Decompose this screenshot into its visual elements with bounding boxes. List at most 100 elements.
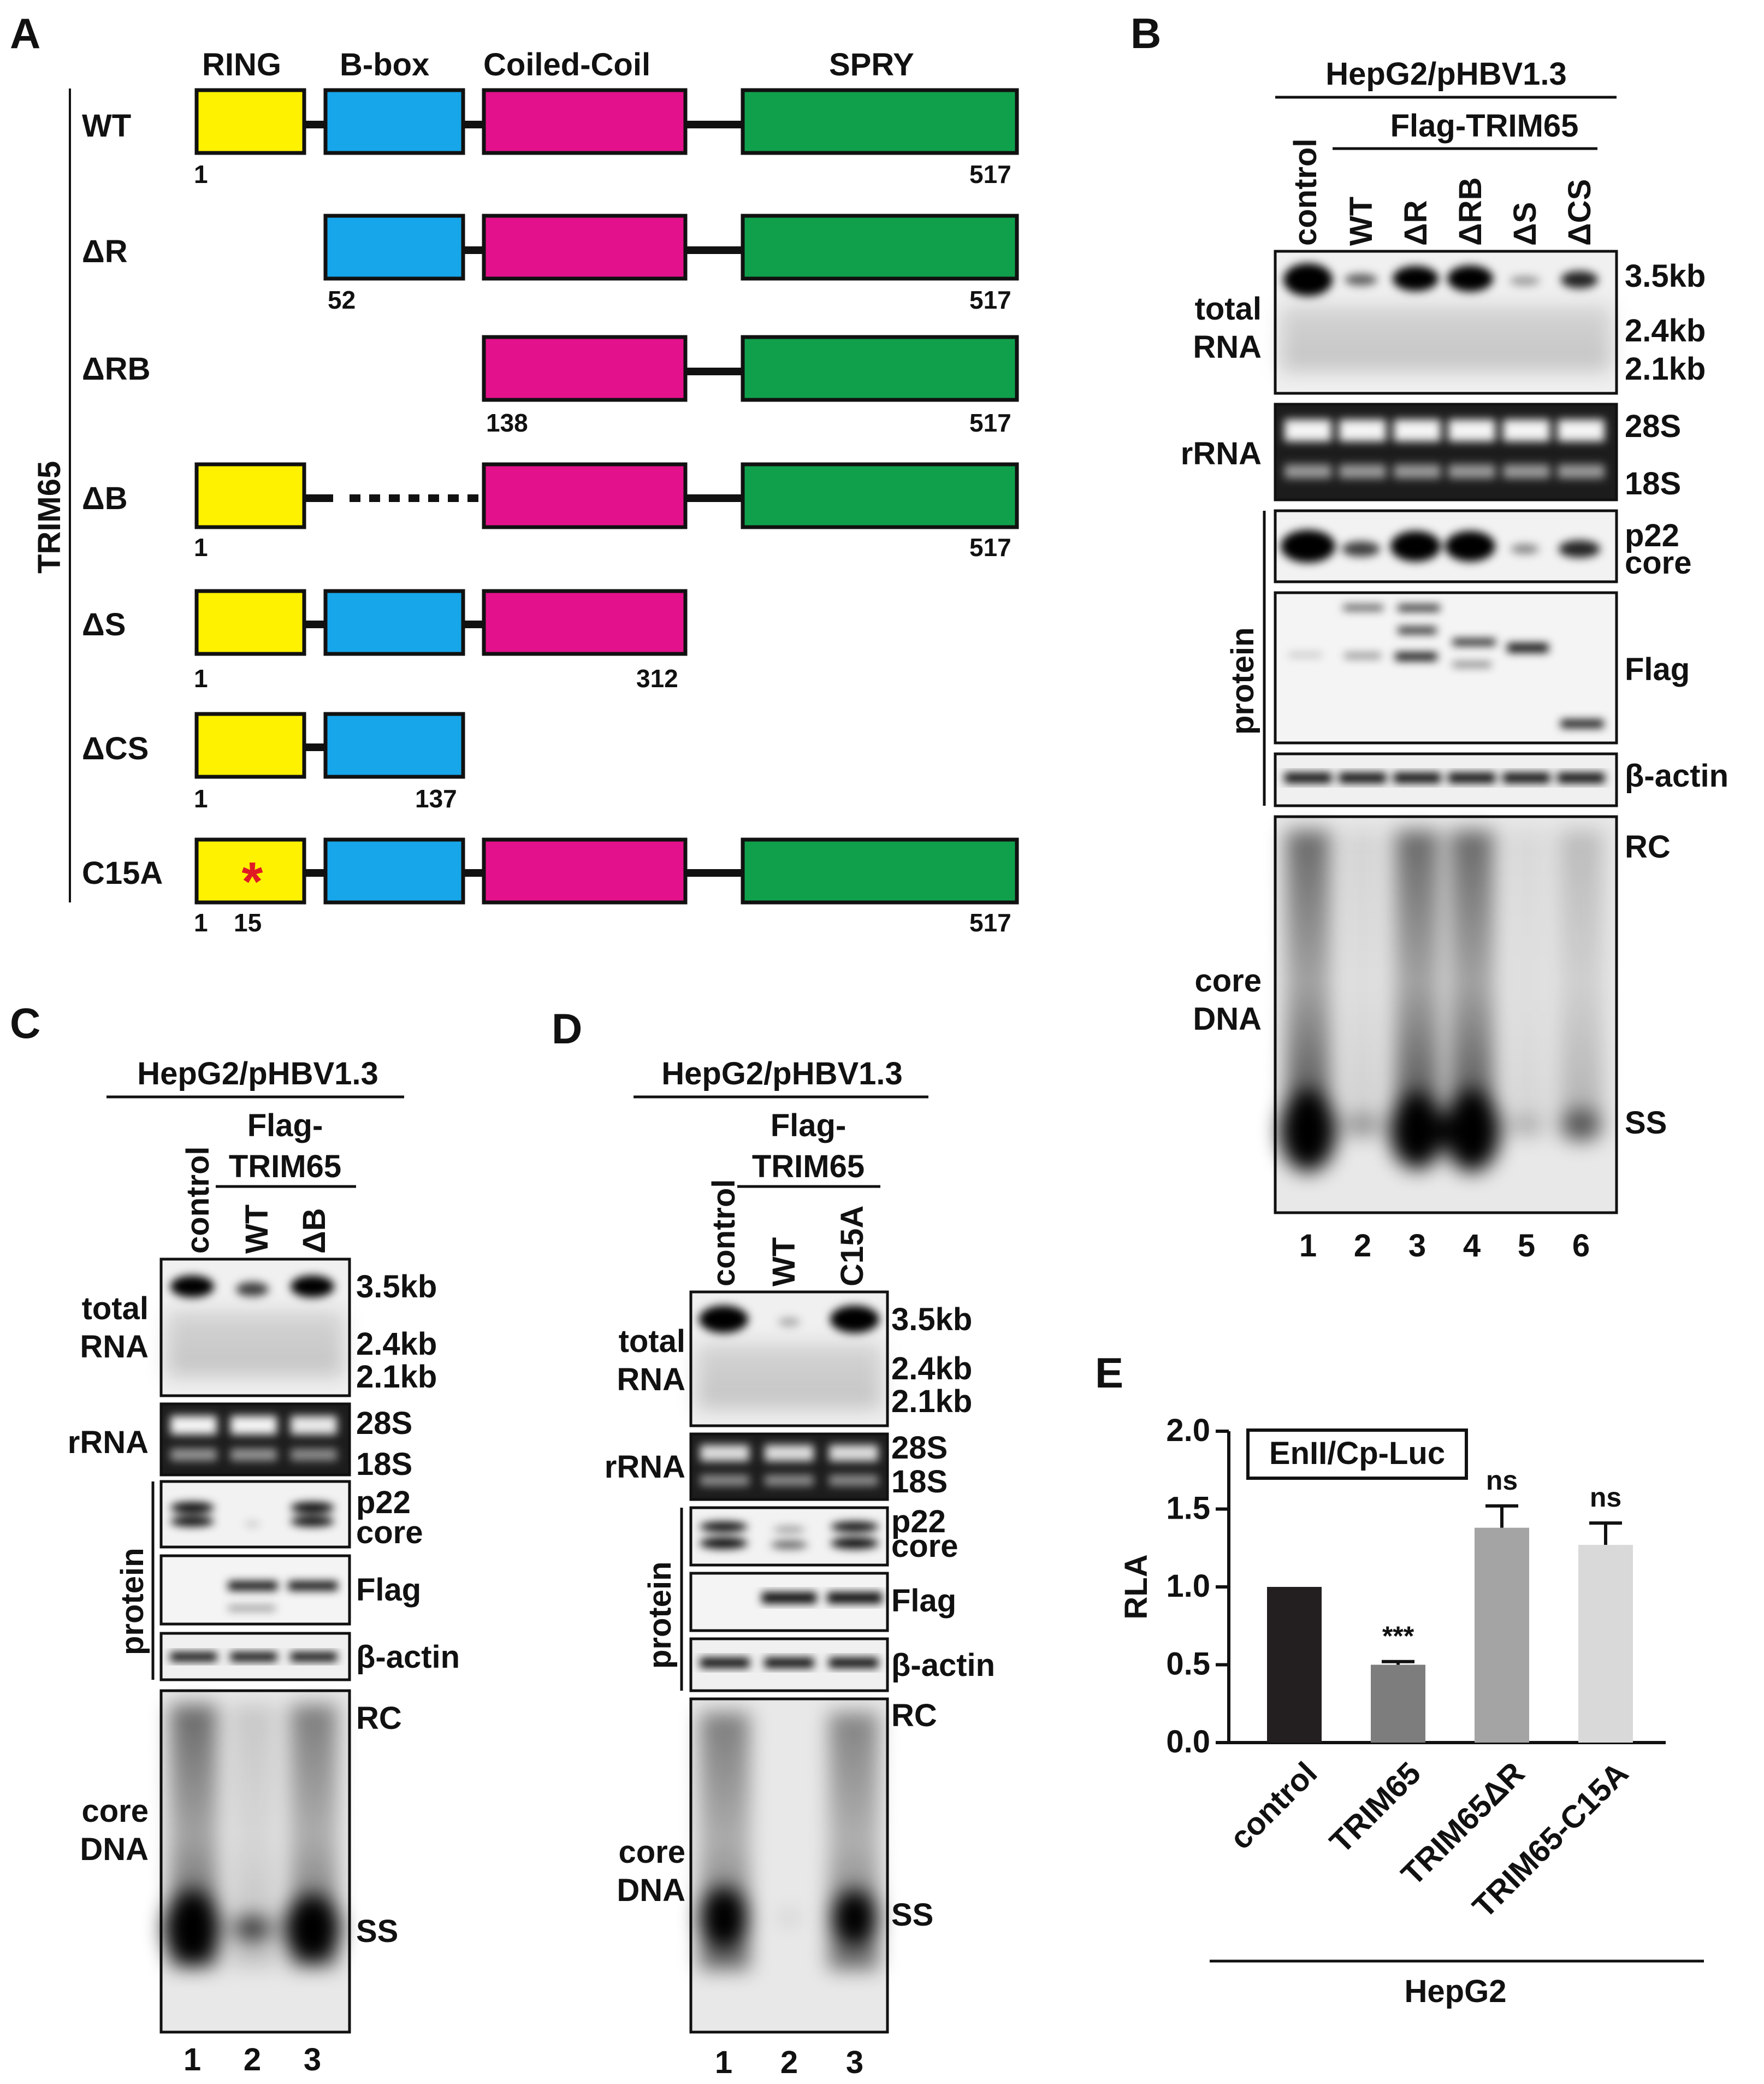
start-number: 1 [194, 784, 208, 813]
spry-domain [741, 214, 1019, 281]
construct-name: ΔRB [82, 351, 150, 387]
lane-label-c15a: C15A [834, 1206, 870, 1286]
marker-28s: 28S [1625, 409, 1681, 444]
construct-wt: WT 1 517 [82, 88, 1019, 188]
group-label-line1: Flag- [771, 1108, 847, 1143]
group-label: Flag-TRIM65 [1390, 108, 1579, 144]
construct-delta-r: ΔR 52 517 [82, 214, 1019, 314]
y-tick-label: 1.0 [1166, 1568, 1210, 1604]
lane-number: 3 [1408, 1228, 1426, 1264]
coiled-coil-domain [482, 214, 688, 281]
row-label-rrna: rRNA [605, 1449, 685, 1485]
blot-total-rna [689, 1290, 889, 1427]
ring-domain [194, 712, 306, 779]
panel-label-d: D [552, 1005, 582, 1053]
ring-domain [194, 589, 306, 656]
marker-18s: 18S [1625, 466, 1681, 501]
blot-core-dna [159, 1689, 351, 2034]
coiled-coil-domain [482, 589, 688, 656]
row-label-rrna: rRNA [1181, 436, 1262, 471]
domain-ring-label: RING [202, 47, 281, 82]
y-tick-label: 0.5 [1166, 1646, 1210, 1682]
marker-2-1kb: 2.1kb [1625, 351, 1706, 387]
bbox-domain [323, 837, 465, 905]
coiled-coil-domain [482, 88, 688, 155]
panel-d: D HepG2/pHBV1.3 Flag- TRIM65 control WT … [552, 1005, 995, 2080]
cell-line-label: HepG2/pHBV1.3 [1325, 56, 1567, 92]
y-axis-label: RLA [1118, 1554, 1154, 1619]
y-tick-label: 0.0 [1166, 1724, 1210, 1760]
start-number: 1 [194, 908, 208, 937]
marker-2-4kb: 2.4kb [1625, 313, 1706, 349]
bbox-domain [323, 214, 465, 281]
marker-ss: SS [1625, 1105, 1667, 1141]
start-number: 52 [328, 286, 356, 314]
end-number: 517 [969, 908, 1011, 937]
construct-name: ΔCS [82, 731, 149, 766]
mutation-asterisk-icon: * [242, 851, 263, 912]
marker-18s: 18S [356, 1447, 412, 1482]
blot-rrna [159, 1402, 351, 1477]
panel-label-a: A [10, 9, 40, 57]
construct-delta-s: ΔS 1 312 [82, 589, 688, 693]
row-label-protein: protein [642, 1561, 678, 1669]
spry-domain [741, 837, 1019, 905]
blot-core-protein [1274, 509, 1618, 583]
marker-core: core [356, 1515, 423, 1550]
significance-label: *** [1382, 1621, 1414, 1651]
x-axis-group-label: HepG2 [1405, 1974, 1507, 2009]
row-label-protein: protein [115, 1548, 150, 1655]
bar-1 [1371, 1664, 1425, 1743]
panel-e-bar-chart: E RLA EnII/Cp-Luc 0.00.51.01.52.0 ***nsn… [1095, 1349, 1704, 2009]
bar-3 [1578, 1545, 1633, 1743]
lane-number: 6 [1572, 1228, 1590, 1264]
marker-rc: RC [891, 1698, 937, 1733]
blot-core-dna [689, 1697, 889, 2034]
row-label-protein: protein [1225, 627, 1260, 735]
lane-number: 2 [1354, 1228, 1371, 1264]
start-number: 1 [194, 160, 208, 188]
blot-core-protein [159, 1480, 351, 1549]
blot-flag [1274, 591, 1618, 745]
significance-label: ns [1590, 1482, 1621, 1513]
y-tick-label: 1.5 [1166, 1491, 1210, 1526]
marker-core: core [891, 1528, 958, 1564]
row-label-total: total [82, 1291, 149, 1326]
construct-name: ΔS [82, 607, 126, 642]
marker-18s: 18S [891, 1464, 948, 1499]
start-number: 1 [194, 533, 208, 562]
domain-spry-label: SPRY [829, 47, 914, 82]
row-label-core: core [1194, 963, 1262, 999]
x-tick-label: control [1223, 1755, 1324, 1856]
bbox-domain [323, 589, 465, 656]
panel-label-b: B [1130, 9, 1161, 57]
lane-number: 3 [304, 2042, 321, 2077]
end-number: 517 [969, 160, 1011, 188]
panel-c: C HepG2/pHBV1.3 Flag- TRIM65 control WT … [10, 999, 460, 2077]
lane-label-control: control [1288, 138, 1323, 246]
row-label-dna: DNA [80, 1832, 149, 1867]
lane-number: 3 [846, 2045, 863, 2080]
spry-domain [741, 88, 1019, 155]
marker-2-4kb: 2.4kb [356, 1326, 437, 1362]
end-number: 312 [636, 664, 678, 693]
construct-delta-cs: ΔCS 1 137 [82, 712, 465, 813]
lane-number: 2 [780, 2045, 798, 2080]
group-label-line2: TRIM65 [229, 1149, 341, 1184]
construct-name: WT [82, 108, 131, 144]
lane-label-delta-cs: ΔCS [1562, 179, 1597, 246]
cell-line-label: HepG2/pHBV1.3 [137, 1056, 378, 1091]
marker-28s: 28S [891, 1430, 948, 1466]
marker-p22: p22 [891, 1504, 946, 1539]
marker-flag: Flag [1625, 652, 1690, 687]
lane-label-wt: WT [239, 1205, 275, 1254]
group-label-line1: Flag- [247, 1108, 323, 1143]
marker-beta-actin: β-actin [356, 1639, 460, 1675]
row-label-core: core [618, 1834, 685, 1870]
row-label-rna: RNA [1193, 329, 1262, 365]
end-number: 137 [415, 784, 457, 813]
lane-label-delta-b: ΔB [297, 1208, 332, 1254]
marker-3-5kb: 3.5kb [1625, 258, 1706, 294]
blot-total-rna [159, 1258, 351, 1397]
